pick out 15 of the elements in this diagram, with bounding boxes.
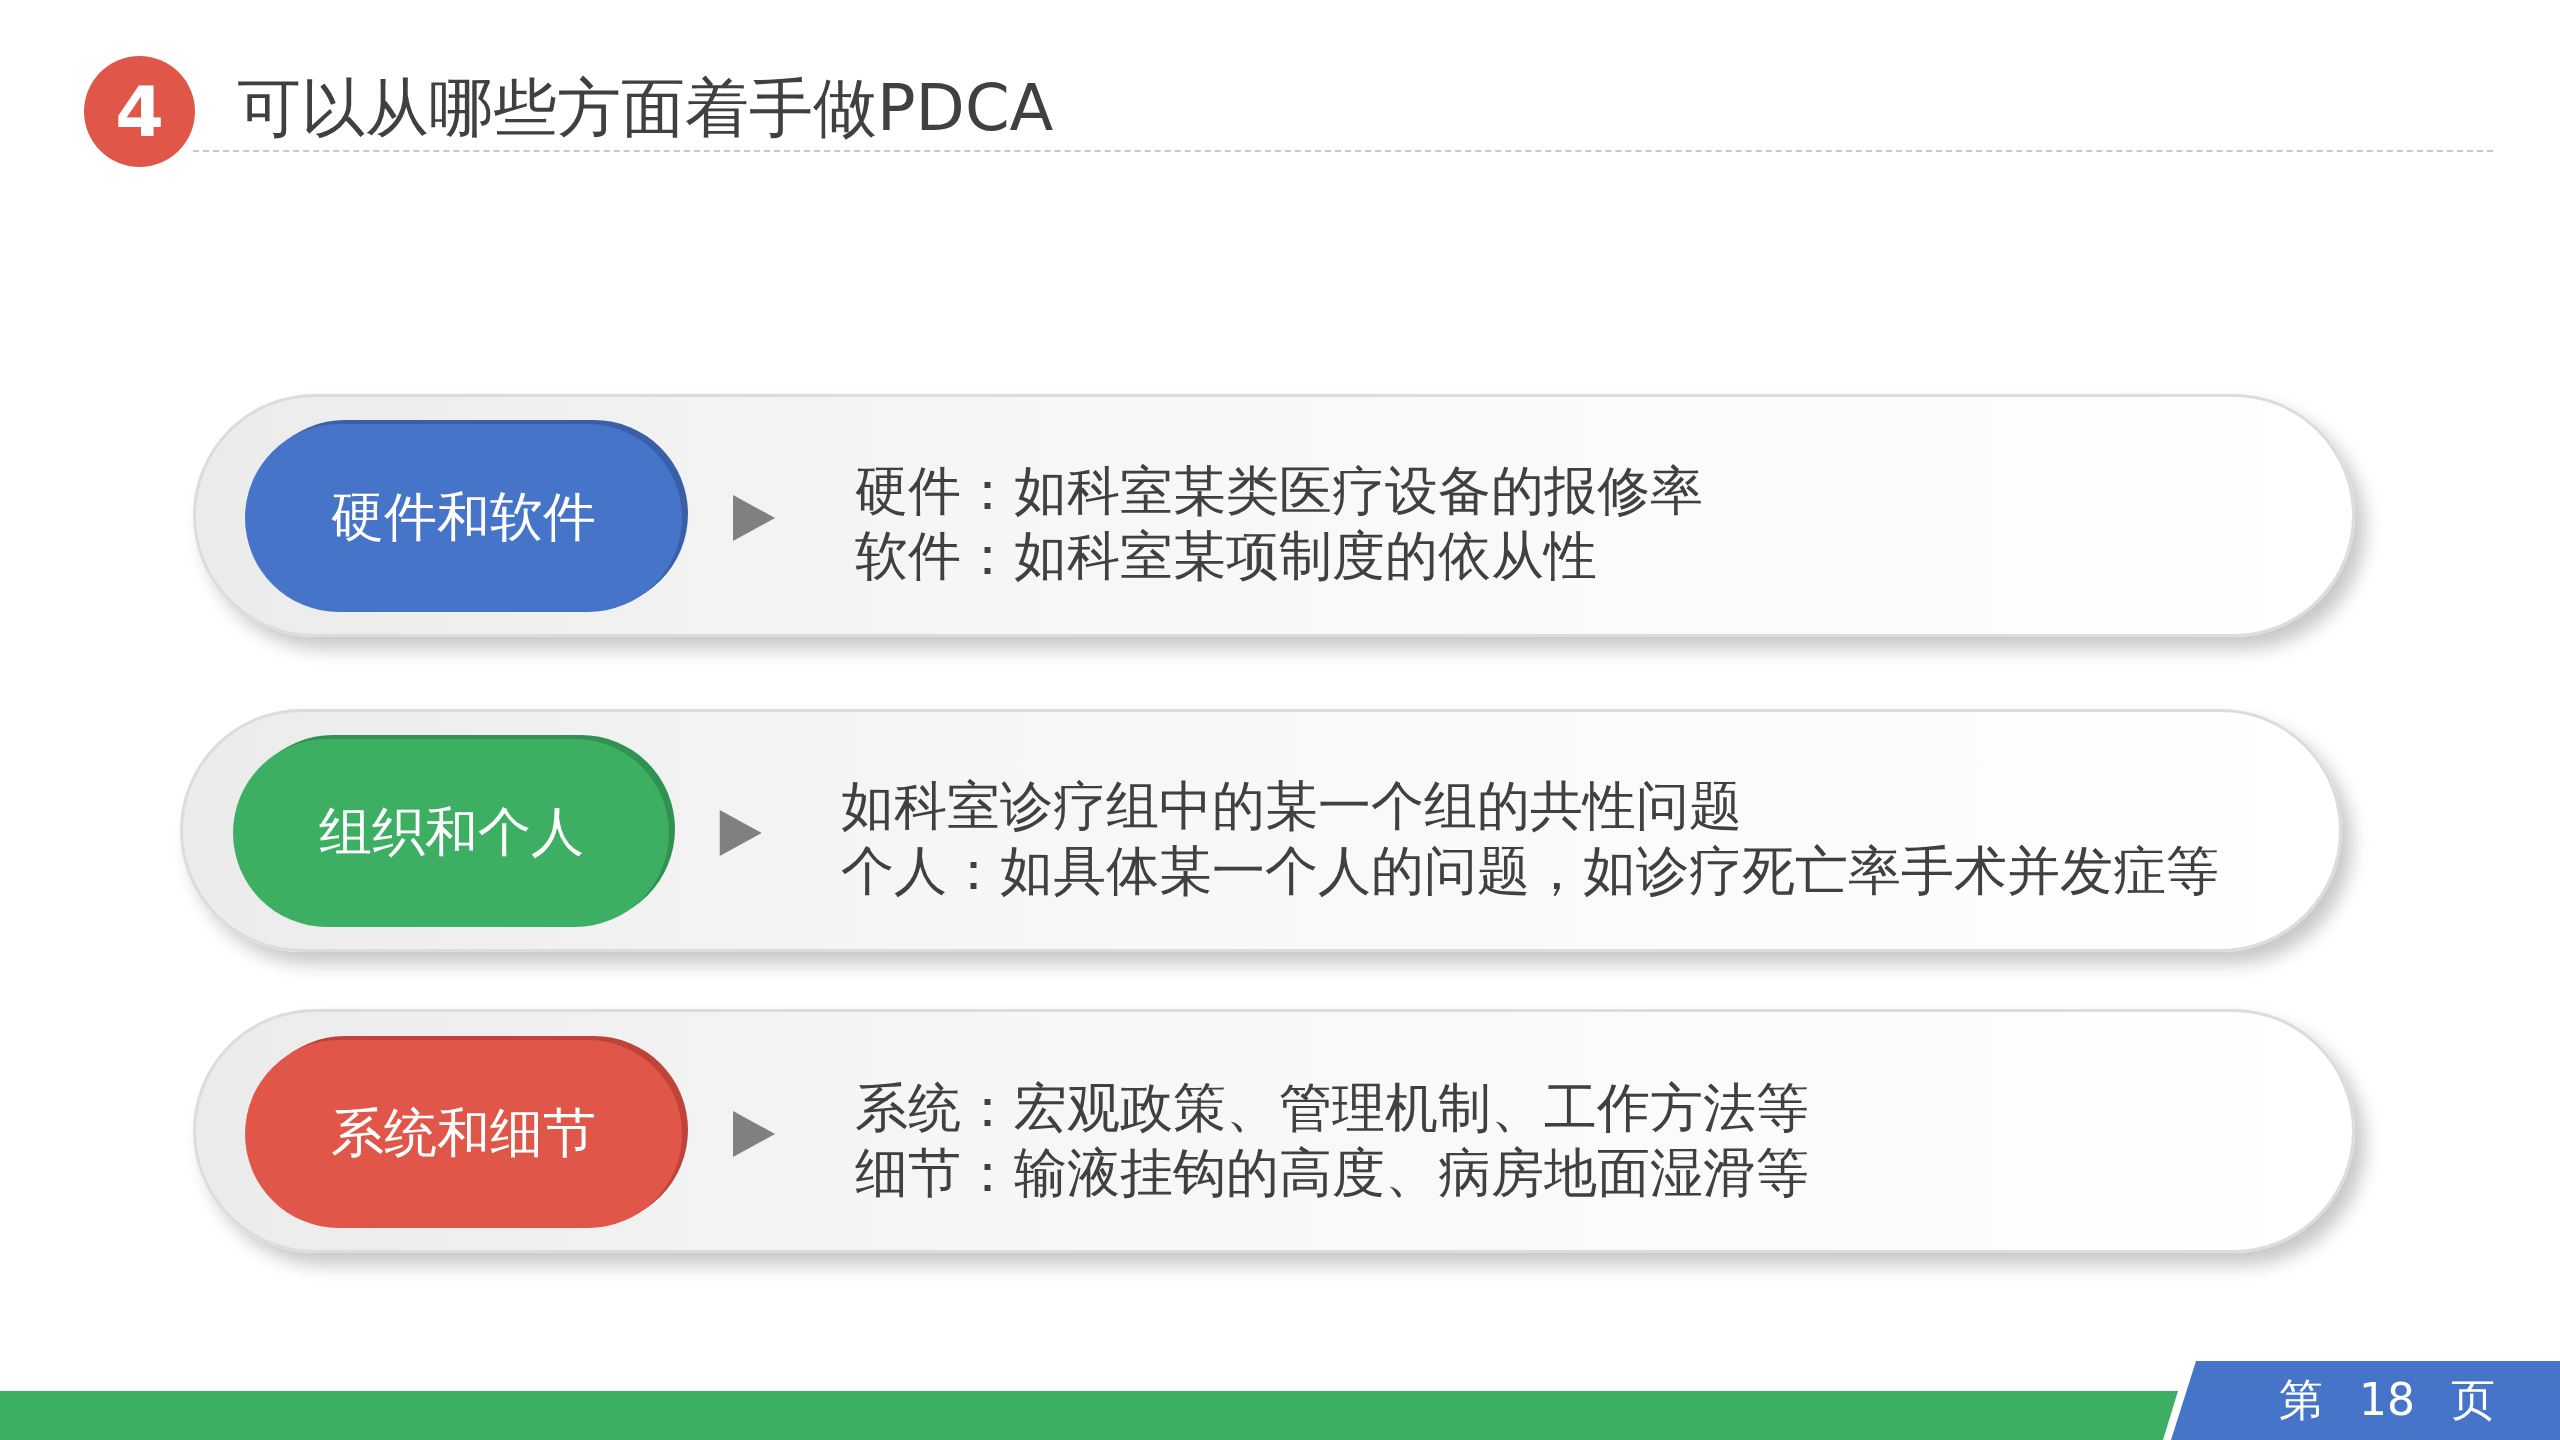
arrow — [733, 1111, 776, 1157]
description-text: 个人：如具体某一个人的问题，如诊疗死亡率手术并发症等 — [841, 839, 2219, 903]
category-band — [193, 1009, 2355, 1253]
description-text: 细节：输液挂钩的高度、病房地面湿滑等 — [855, 1141, 1809, 1205]
category-band — [193, 394, 2355, 637]
slide-title: 可以从哪些方面着手做PDCA — [237, 70, 1054, 147]
section-number: 4 — [84, 56, 195, 167]
arrow — [719, 810, 762, 856]
category-band — [180, 709, 2342, 952]
description-text: 如科室诊疗组中的某一个组的共性问题 — [841, 774, 1743, 838]
arrow — [733, 495, 776, 541]
description-text: 系统：宏观政策、管理机制、工作方法等 — [855, 1076, 1809, 1140]
description-text: 软件：如科室某项制度的依从性 — [855, 524, 1598, 588]
page-number-tab: 第 18 页 — [2171, 1361, 2560, 1440]
description-text: 硬件：如科室某类医疗设备的报修率 — [855, 459, 1703, 523]
